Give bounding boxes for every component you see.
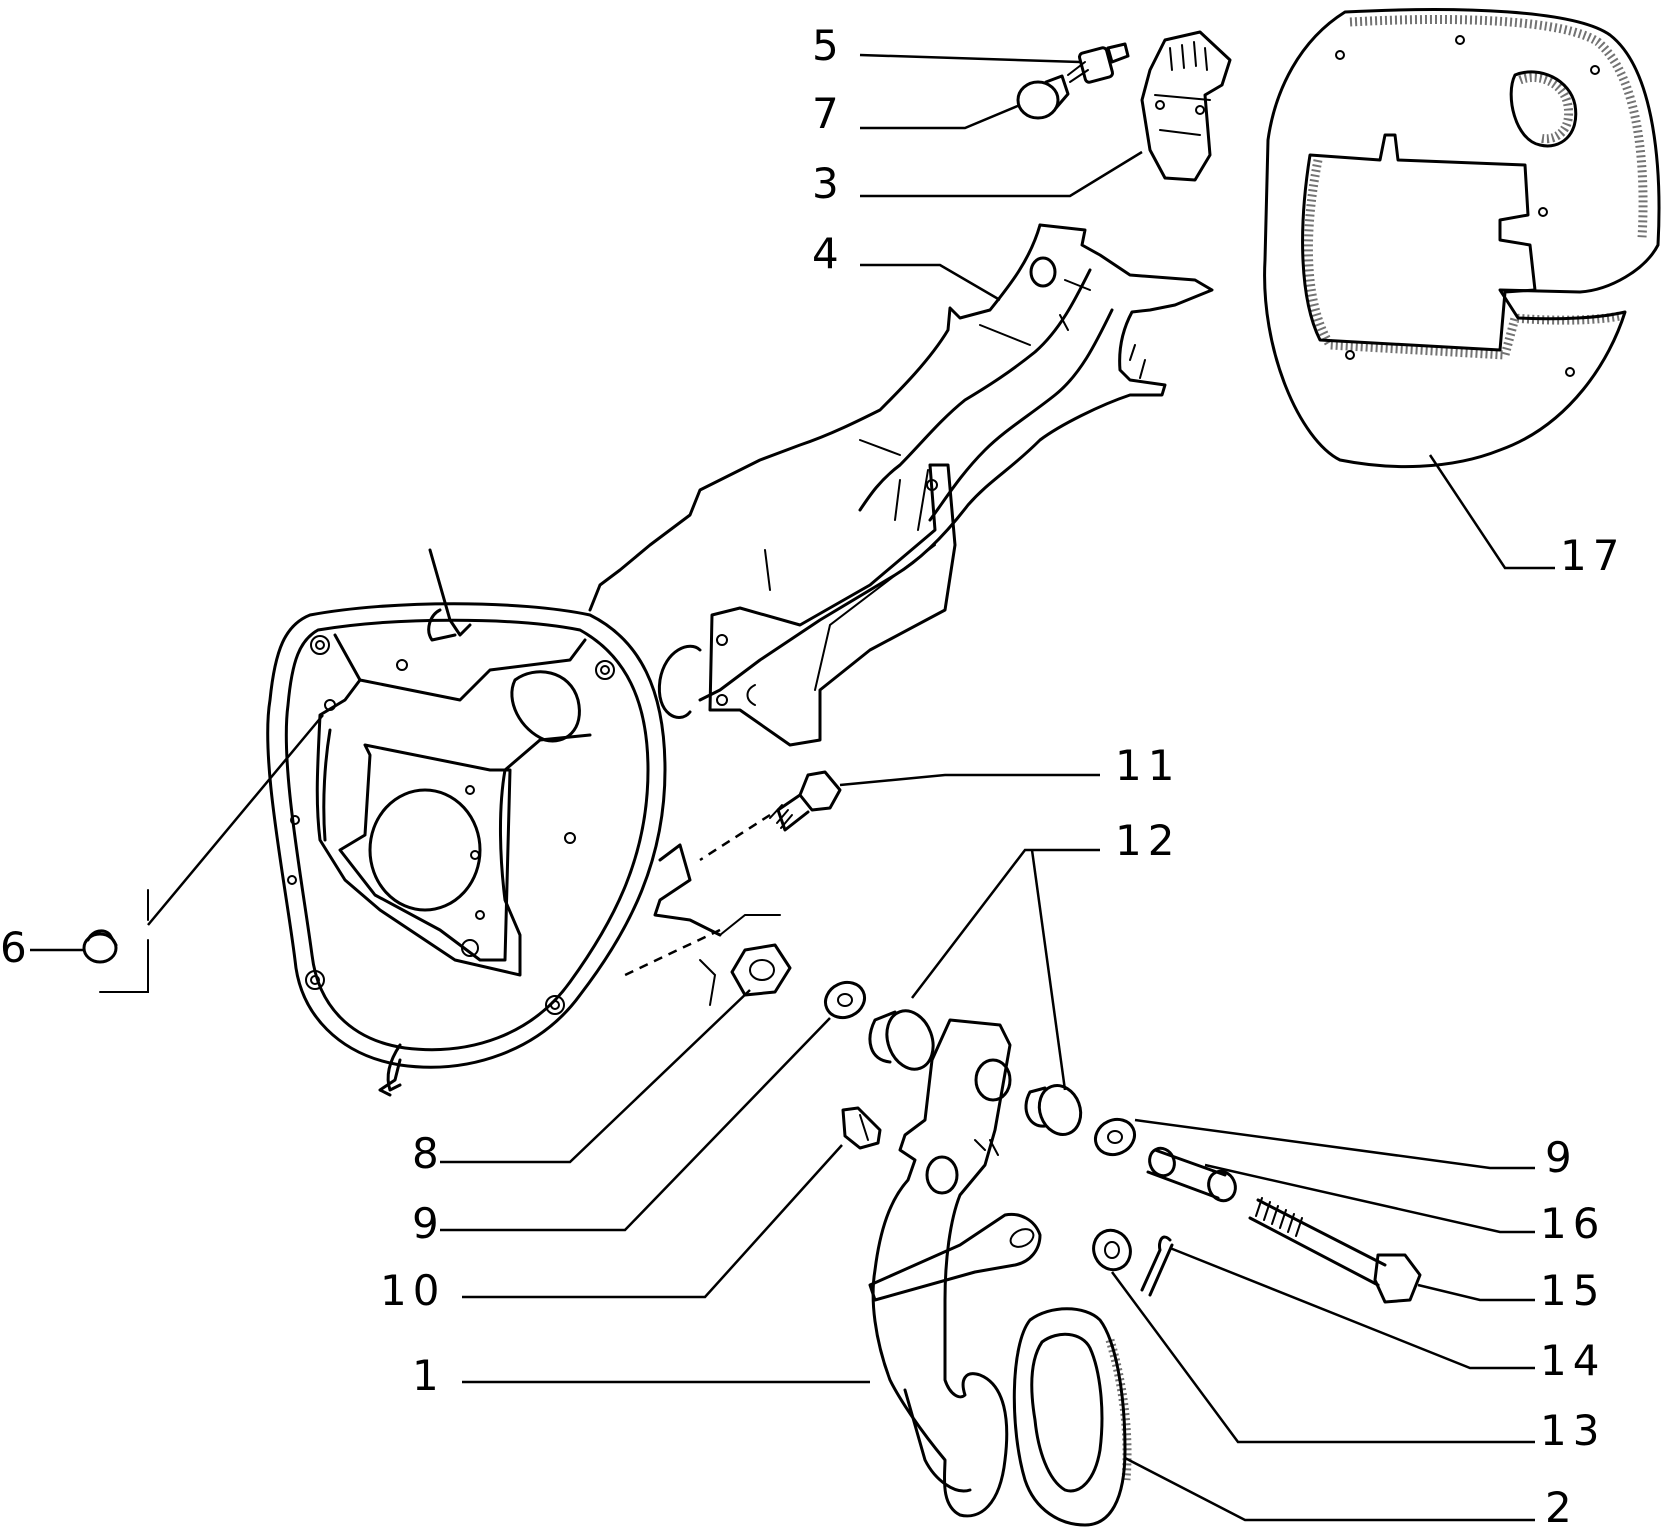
leader-5 — [859, 53, 1081, 64]
cap-part-7 — [1016, 74, 1070, 120]
bracket-line-6b — [99, 939, 149, 993]
callout-3: 3 — [812, 159, 845, 208]
callout-7: 7 — [812, 89, 845, 138]
leader-15 — [1417, 1283, 1535, 1302]
callout-5: 5 — [812, 21, 845, 70]
leader-10 — [462, 1144, 843, 1299]
leader-11 — [839, 773, 1100, 787]
leader-12b — [1030, 849, 1067, 1091]
washer-part-9b — [1094, 1117, 1136, 1157]
callout-15: 15 — [1540, 1266, 1605, 1315]
cotter-pin-part-14 — [1140, 1235, 1174, 1297]
spacer-part-16 — [1146, 1146, 1237, 1203]
leader-17 — [1428, 454, 1555, 570]
bushing-part-12a — [868, 1009, 935, 1071]
callout-8: 8 — [412, 1129, 445, 1178]
leader-3 — [860, 150, 1143, 198]
leader-8 — [440, 989, 751, 1164]
callout-4: 4 — [812, 229, 845, 278]
dashed-line-nut-8 — [624, 928, 721, 977]
callout-1: 1 — [412, 1351, 445, 1400]
callout-12: 12 — [1115, 816, 1180, 865]
washer-part-9a — [824, 980, 866, 1020]
callout-17: 17 — [1560, 531, 1625, 580]
callout-11: 11 — [1115, 741, 1180, 790]
bolt-part-11 — [769, 770, 842, 832]
bracket-part-3 — [1140, 30, 1232, 182]
leader-9b — [1134, 1118, 1535, 1170]
stud-part-5 — [1067, 42, 1130, 84]
callout-13: 13 — [1540, 1406, 1605, 1455]
bolt-part-15 — [1248, 1197, 1422, 1304]
bushing-part-12b — [1024, 1084, 1083, 1136]
callout-2: 2 — [1545, 1483, 1578, 1529]
leader-6-connector — [147, 714, 324, 926]
leader-2 — [1124, 1456, 1535, 1522]
callout-16: 16 — [1540, 1199, 1605, 1248]
leader-4 — [860, 263, 1001, 302]
pedal-part-1 — [868, 1018, 1042, 1518]
leader-13 — [1110, 1271, 1535, 1444]
callout-9b: 9 — [1545, 1133, 1578, 1182]
callout-10: 10 — [380, 1266, 445, 1315]
pin-part-10 — [841, 1106, 882, 1150]
pedal-support-part-4 — [588, 223, 1214, 747]
callout-9a: 9 — [412, 1199, 445, 1248]
leader-14 — [1169, 1246, 1535, 1370]
dashed-line-bolt-11 — [699, 813, 771, 862]
leader-12 — [911, 848, 1100, 999]
callout-6: 6 — [0, 923, 33, 972]
insulation-pad-part-17 — [1263, 8, 1661, 469]
leader-7 — [860, 103, 1021, 130]
leader-16 — [1204, 1163, 1535, 1234]
leader-9a — [440, 1017, 831, 1232]
grommet-part-6 — [82, 929, 118, 964]
mounting-plate — [266, 548, 781, 1097]
washer-part-13 — [1092, 1228, 1132, 1272]
callout-14: 14 — [1540, 1336, 1605, 1385]
pedal-pad-part-2 — [1012, 1307, 1132, 1527]
nut-part-8 — [730, 943, 792, 997]
